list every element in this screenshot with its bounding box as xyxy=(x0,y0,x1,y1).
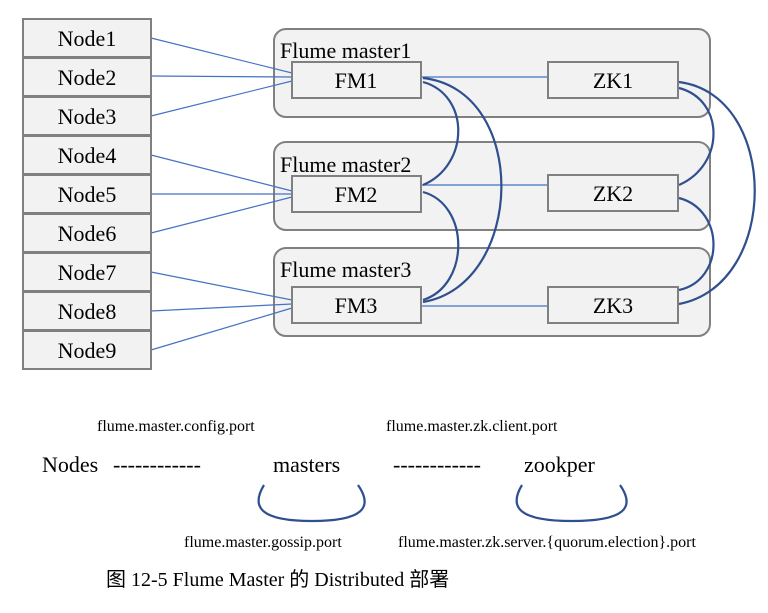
figure-caption: 图 12-5 Flume Master 的 Distributed 部署 xyxy=(106,568,449,591)
node-label-9: Node9 xyxy=(58,338,117,363)
port-label-zk-server: flume.master.zk.server.{quorum.election}… xyxy=(398,534,696,551)
node-box-3 xyxy=(22,96,152,136)
fm-label-3: FM3 xyxy=(335,293,378,318)
node-label-4: Node4 xyxy=(58,143,117,168)
node-label-7: Node7 xyxy=(58,260,117,285)
curve-fm2-fm3 xyxy=(422,190,460,302)
fm-box-2 xyxy=(291,175,422,213)
master-title-3: Flume master3 xyxy=(280,257,411,282)
port-label-gossip: flume.master.gossip.port xyxy=(184,534,342,551)
curve-zk1-zk2 xyxy=(678,86,715,187)
link-node3-fm1 xyxy=(150,80,293,117)
node-box-5 xyxy=(22,174,152,214)
master-title-2: Flume master2 xyxy=(280,152,411,177)
fm-label-2: FM2 xyxy=(335,182,378,207)
arc-masters-gossip xyxy=(257,484,366,523)
zk-box-3 xyxy=(547,286,679,324)
fm-box-3 xyxy=(291,286,422,324)
port-label-zk-client: flume.master.zk.client.port xyxy=(386,418,558,435)
node-box-7 xyxy=(22,252,152,292)
node-links xyxy=(150,37,293,351)
node-box-4 xyxy=(22,135,152,175)
master-title-1: Flume master1 xyxy=(280,38,411,63)
port-label-config: flume.master.config.port xyxy=(97,418,255,435)
flow-label-zookeeper: zookper xyxy=(524,452,596,477)
node-box-9 xyxy=(22,330,152,370)
curve-fm1-fm3 xyxy=(422,76,503,304)
fm-label-1: FM1 xyxy=(335,68,378,93)
link-node7-fm3 xyxy=(150,271,293,301)
flow-dash-2: ------------ xyxy=(393,452,481,477)
flow-dash-1: ------------ xyxy=(113,452,201,477)
zk-label-2: ZK2 xyxy=(593,181,633,206)
link-node6-fm2 xyxy=(150,196,293,234)
link-node9-fm3 xyxy=(150,307,293,351)
zk-box-2 xyxy=(547,174,679,212)
fm-box-1 xyxy=(291,61,422,99)
node-label-3: Node3 xyxy=(58,104,117,129)
link-node2-fm1 xyxy=(150,75,293,78)
flow-label-nodes: Nodes xyxy=(42,452,98,477)
node-box-2 xyxy=(22,57,152,97)
curve-fm1-fm2 xyxy=(422,80,460,187)
node-column: Node1 Node2 Node3 Node4 Node5 Node6 Node… xyxy=(22,18,152,370)
link-node8-fm3 xyxy=(150,303,293,312)
link-node1-fm1 xyxy=(150,37,293,74)
curve-zk2-zk3 xyxy=(678,196,715,292)
node-label-5: Node5 xyxy=(58,182,117,207)
flow-label-masters: masters xyxy=(273,452,340,477)
zk-label-3: ZK3 xyxy=(593,293,633,318)
curve-zk1-zk3 xyxy=(678,80,756,306)
zk-label-1: ZK1 xyxy=(593,68,633,93)
node-label-6: Node6 xyxy=(58,221,117,246)
node-label-2: Node2 xyxy=(58,65,117,90)
zk-box-1 xyxy=(547,61,679,99)
arc-zookeeper-election xyxy=(515,484,628,523)
link-node4-fm2 xyxy=(150,154,293,192)
node-label-1: Node1 xyxy=(58,26,117,51)
node-label-8: Node8 xyxy=(58,299,117,324)
